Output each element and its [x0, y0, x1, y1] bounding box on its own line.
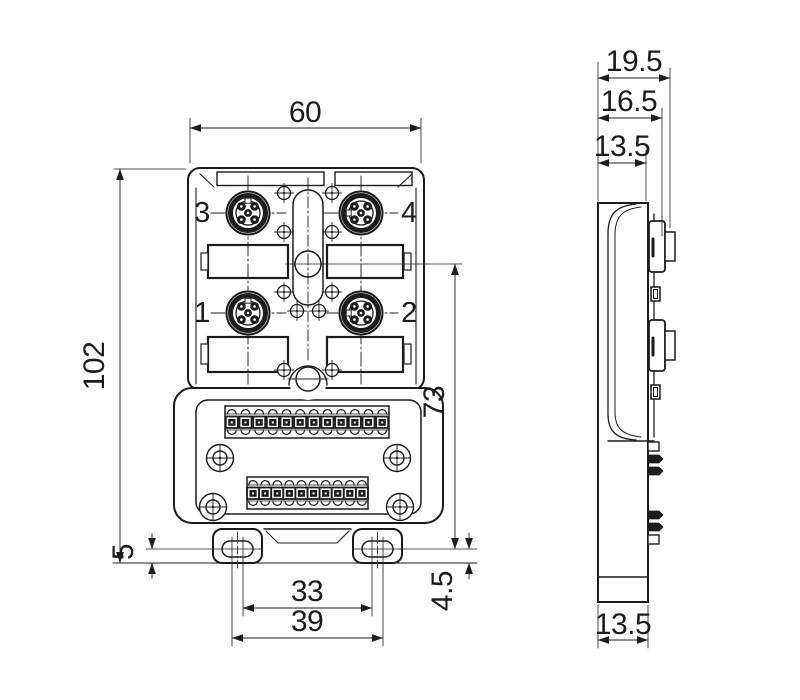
wall-notch — [200, 252, 209, 271]
side-connector-block — [648, 319, 676, 372]
screw-icon — [274, 183, 294, 203]
keyway-notch — [244, 197, 252, 204]
m12-connector-port — [225, 190, 271, 236]
keyway-notch — [345, 209, 352, 217]
wall-notch — [403, 343, 412, 365]
m12-connector-port — [338, 290, 384, 336]
front-view: 60 102 5 73 4.5 33 39 3 4 1 2 — [78, 96, 478, 647]
screw-icon — [309, 301, 329, 321]
screw-icon — [287, 301, 307, 321]
extension-lines-front — [113, 117, 478, 647]
port-label-3: 3 — [194, 197, 210, 229]
mounting-feet — [212, 528, 403, 569]
dim-height-label: 102 — [78, 342, 111, 391]
side-terminal-pins — [647, 441, 664, 545]
wall-notch — [200, 343, 209, 365]
port-label-2: 2 — [401, 297, 417, 329]
screw-icon — [274, 360, 294, 380]
label-plate — [325, 243, 405, 280]
side-body-outline — [597, 202, 649, 603]
screw-icon — [322, 183, 342, 203]
screw-icon — [274, 282, 294, 302]
dim-slot-to-base-label: 4.5 — [426, 571, 459, 611]
dim-depth-connector-label: 16.5 — [601, 85, 657, 118]
dimension-lines-side — [597, 77, 671, 641]
port-label-4: 4 — [401, 197, 417, 229]
housing-inner-walls — [195, 187, 417, 385]
screw-icon — [322, 282, 342, 302]
dim-depth-body-label: 13.5 — [594, 130, 650, 163]
side-connector-block — [648, 220, 676, 273]
side-small-tab — [650, 286, 661, 302]
screw-icon — [322, 222, 342, 242]
dim-depth-overall-label: 19.5 — [606, 45, 662, 78]
wall-notch — [403, 252, 412, 271]
side-view: 19.5 16.5 13.5 13.5 — [594, 45, 676, 649]
top-vent-strip-right — [334, 171, 413, 187]
terminal-cover-inner — [195, 399, 422, 515]
bottom-boss-arc — [288, 365, 328, 386]
extension-lines-side — [597, 61, 671, 649]
cover-screw-boss — [205, 443, 235, 473]
terminal-strip — [224, 405, 390, 439]
dim-hole-spacing-inner-label: 33 — [291, 575, 323, 608]
screw-icon — [322, 360, 342, 380]
center-channel-slot — [292, 189, 324, 306]
terminal-strip — [246, 476, 369, 510]
m12-connector-port — [338, 190, 384, 236]
side-cover-curve-inner — [614, 206, 642, 438]
cover-screw-boss — [385, 492, 415, 522]
dim-port-to-slot-label: 73 — [418, 386, 451, 418]
port-label-1: 1 — [194, 297, 210, 329]
top-vent-strip-left — [216, 171, 325, 187]
dim-width-label: 60 — [289, 96, 321, 129]
dim-depth-base-label: 13.5 — [595, 608, 651, 641]
dim-hole-spacing-outer-label: 39 — [291, 605, 323, 638]
m12-connector-port — [225, 290, 271, 336]
side-cover-curve-outer — [607, 203, 637, 441]
side-small-tab — [650, 384, 661, 400]
cover-screw-boss — [382, 443, 412, 473]
screw-icon — [274, 222, 294, 242]
keyway-notch — [244, 297, 252, 304]
label-plate — [325, 335, 405, 374]
slot-center-axes — [237, 531, 378, 569]
keyway-notch — [345, 309, 352, 317]
cover-screw-boss — [198, 492, 228, 522]
